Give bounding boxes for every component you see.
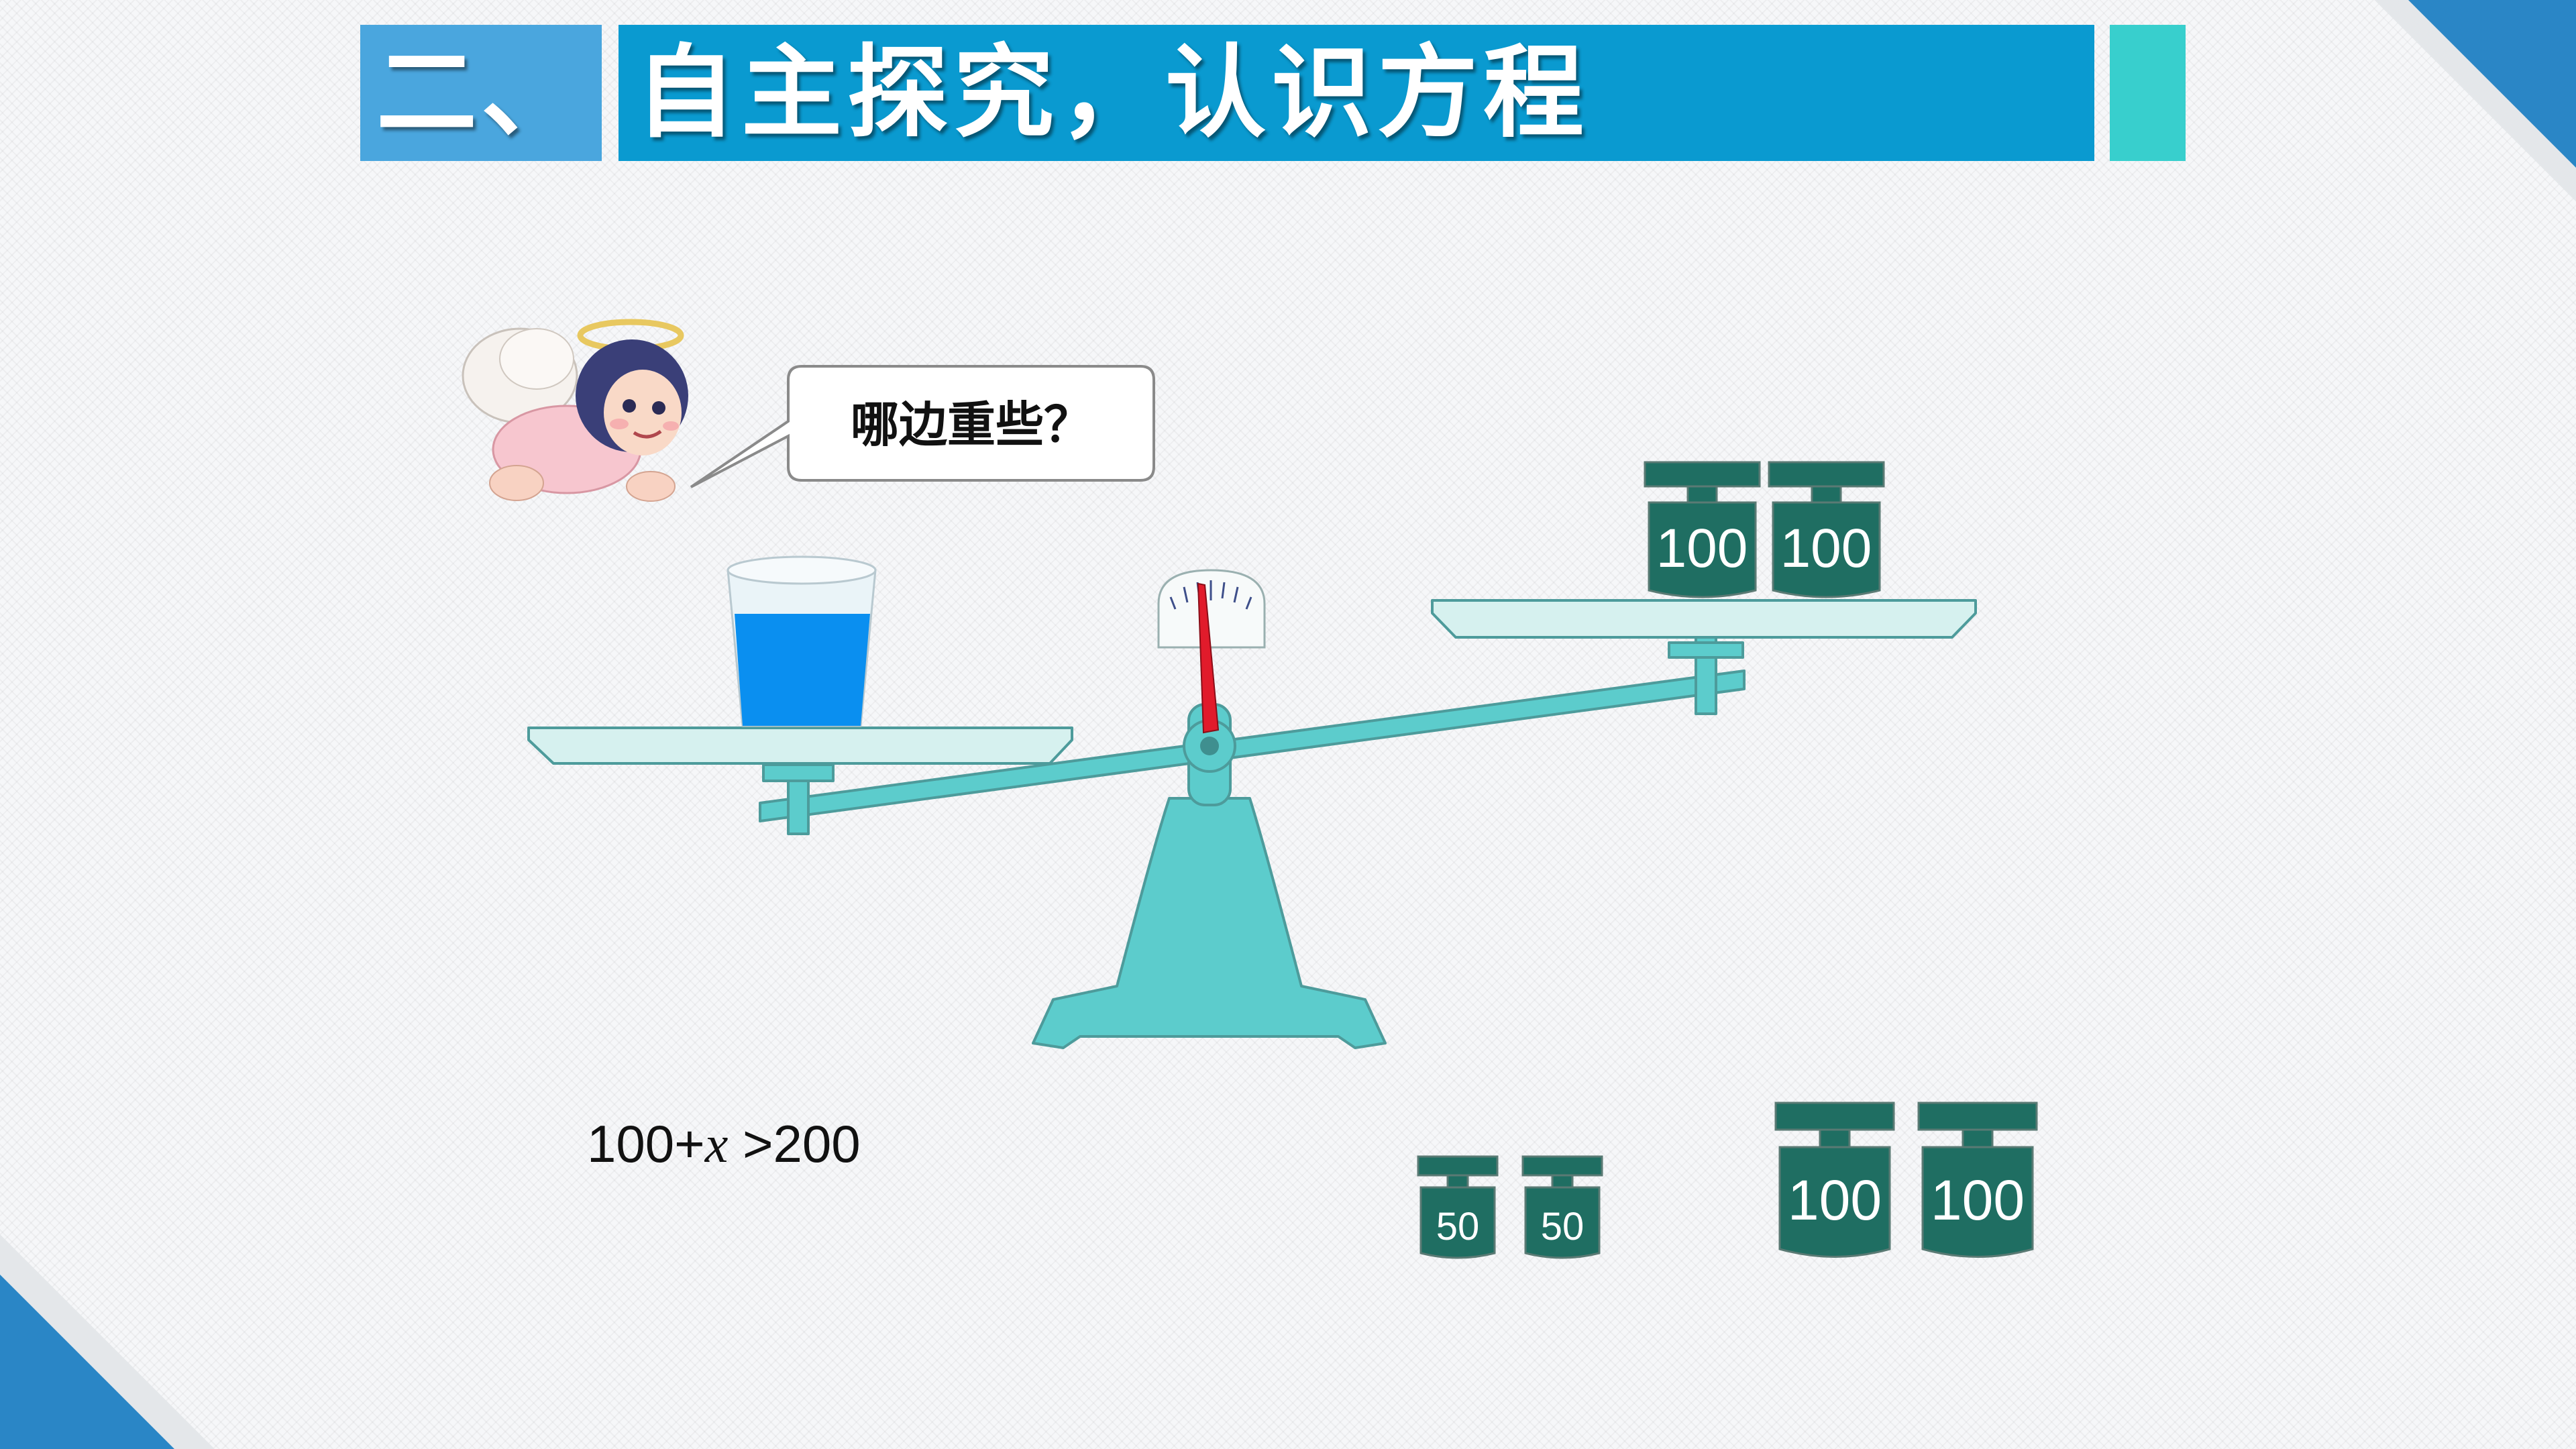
- scale-dial-icon: [1157, 569, 1266, 734]
- section-number: 二、: [360, 25, 602, 161]
- corner-decoration-bottom-left: [0, 1234, 215, 1449]
- weight-icon: 100: [1768, 461, 1885, 598]
- weight-label: 100: [1931, 1169, 2025, 1232]
- equation-variable: x: [704, 1115, 729, 1173]
- weight-label: 100: [1788, 1169, 1882, 1232]
- question-text: 哪边重些？: [851, 396, 1093, 453]
- slide-title: 自主探究，认识方程: [619, 25, 2094, 161]
- weight-label: 50: [1541, 1205, 1585, 1248]
- speech-bubble-question: [690, 365, 1155, 488]
- cup-icon: [727, 555, 877, 727]
- weight-icon: 100: [1774, 1102, 1895, 1258]
- weight-label: 100: [1656, 518, 1748, 579]
- equation-left: 100+: [587, 1114, 705, 1173]
- weight-icon: 100: [1917, 1102, 2038, 1258]
- weight-icon: 50: [1417, 1155, 1499, 1259]
- corner-decoration-top-right: [2375, 0, 2576, 201]
- angel-character-icon: [462, 319, 688, 502]
- equation-right: >200: [728, 1114, 861, 1173]
- equation-text: 100+x >200: [587, 1114, 861, 1175]
- weight-icon: 50: [1521, 1155, 1603, 1259]
- weight-icon: 100: [1644, 461, 1761, 598]
- title-accent-block: [2110, 25, 2186, 161]
- balance-scale: [527, 555, 1977, 1049]
- weight-label: 100: [1780, 518, 1872, 579]
- weight-label: 50: [1436, 1205, 1480, 1248]
